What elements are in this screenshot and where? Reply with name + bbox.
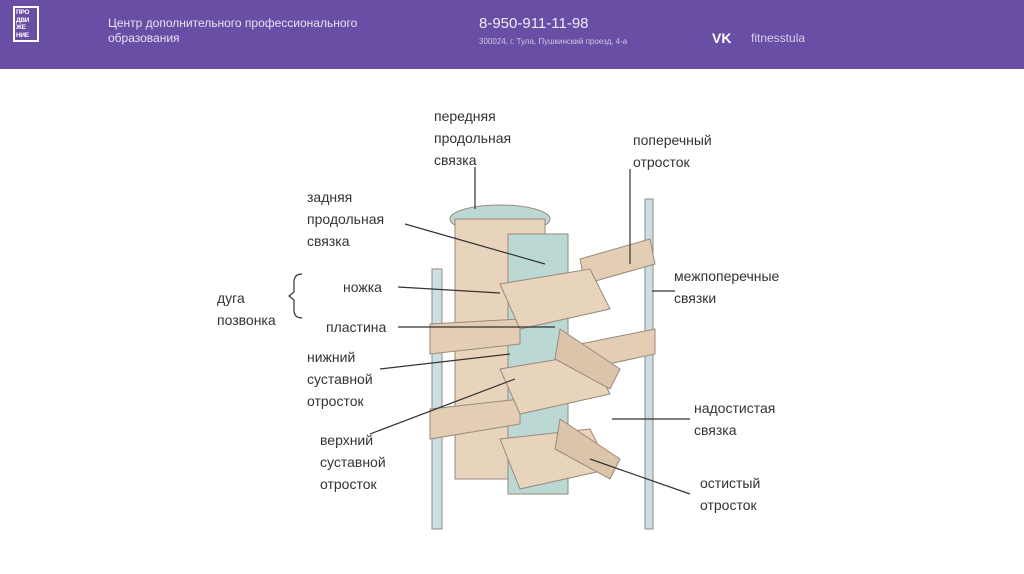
label-lamina: пластина — [326, 319, 387, 335]
logo-text: ПРО — [16, 9, 30, 16]
social-handle[interactable]: fitnesstula — [751, 31, 806, 45]
label-supraspinous-ligament: надостистая связка — [694, 400, 776, 438]
vk-icon[interactable]: VK — [712, 30, 732, 46]
ligament-right — [644, 198, 654, 530]
label-posterior-ligament: задняя продольная связка — [307, 189, 385, 249]
label-inferior-articular: нижний суставной отросток — [307, 349, 373, 409]
logo-text: ДВИ — [16, 16, 30, 24]
header: ПРО ДВИ ЖЕ НИЕ Центр дополнительного про… — [0, 0, 1024, 69]
label-pedicle: ножка — [343, 279, 382, 295]
address: 300024, г. Тула, Пушкинский проезд, 4-а — [479, 37, 628, 46]
label-transverse-process: поперечный отросток — [633, 132, 712, 170]
logo-text: НИЕ — [16, 31, 29, 39]
phone[interactable]: 8-950-911-11-98 — [479, 15, 589, 32]
vertebra-diagram — [288, 167, 691, 530]
ligament-left — [431, 268, 443, 530]
label-anterior-ligament: передняя продольная связка — [434, 108, 512, 168]
label-superior-articular: верхний суставной отросток — [320, 432, 386, 492]
logo: ПРО ДВИ ЖЕ НИЕ — [13, 6, 39, 42]
label-vertebral-arch: дуга позвонка — [217, 290, 276, 328]
logo-text: ЖЕ — [16, 24, 26, 31]
org-name: Центр дополнительного профессионального … — [108, 16, 358, 45]
label-intertransverse-ligaments: межпоперечные связки — [674, 268, 780, 306]
label-spinous-process: остистый отросток — [700, 475, 761, 513]
